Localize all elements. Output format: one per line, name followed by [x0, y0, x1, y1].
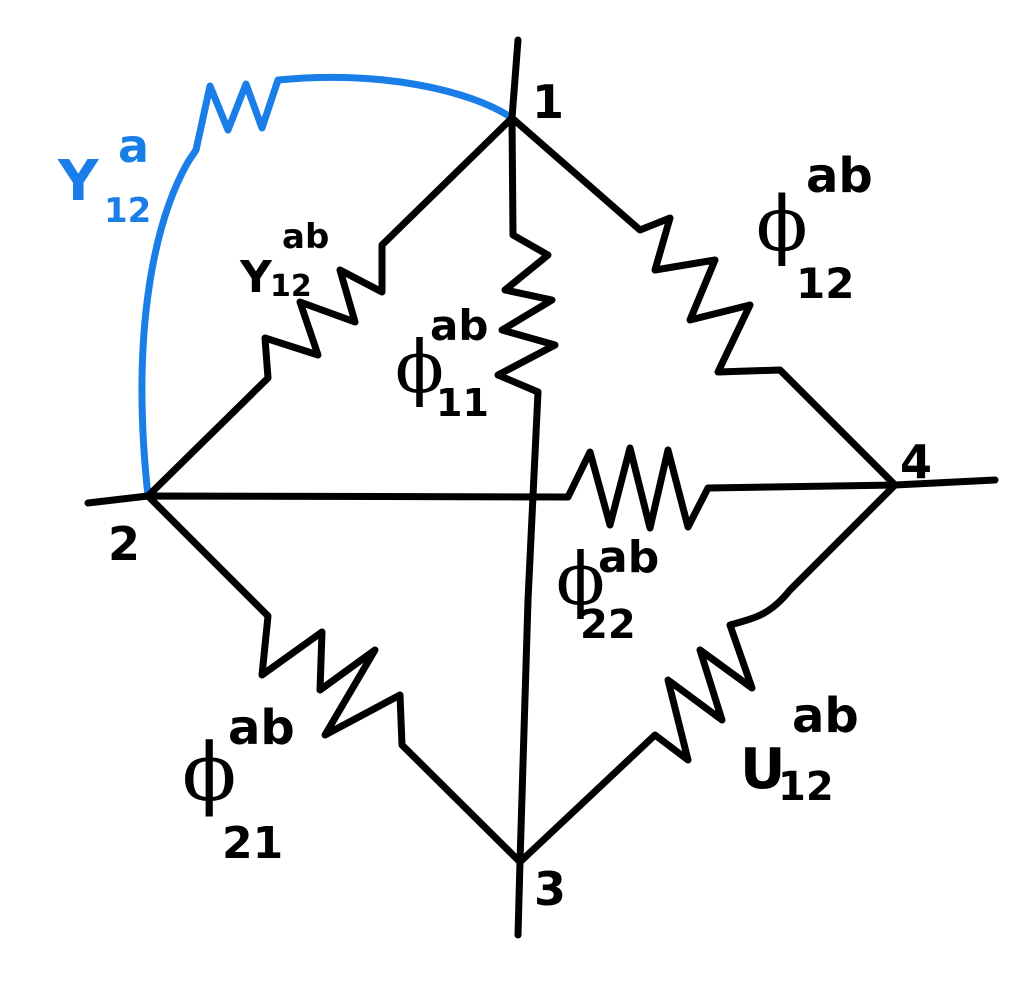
- label-y12-ab-base: Y: [239, 252, 273, 303]
- node-2-label: 2: [108, 517, 140, 571]
- label-phi12-ab-base: ϕ: [756, 179, 808, 268]
- label-phi12-ab-sub: 12: [796, 259, 854, 308]
- label-phi12-ab-sup: ab: [806, 148, 873, 204]
- edge-u12-ab: [516, 481, 899, 866]
- label-u12-ab-sub: 12: [778, 764, 834, 810]
- node-3-label: 3: [534, 862, 566, 916]
- edge-phi22-ab: [84, 444, 999, 532]
- label-phi22-ab-sup: ab: [598, 532, 659, 583]
- label-phi21-ab-sup: ab: [228, 700, 295, 756]
- label-u12-ab-base: U: [740, 737, 785, 802]
- terminal-line-3: [514, 858, 524, 939]
- label-phi11-ab-base: ϕ: [395, 325, 444, 409]
- label-y12-ab-sub: 12: [270, 269, 312, 304]
- label-y12-ab: Y ab 12: [239, 217, 329, 304]
- label-phi21-ab: ϕ ab 21: [182, 700, 295, 869]
- edge-phi11-ab: [494, 114, 559, 866]
- label-phi21-ab-sub: 21: [222, 818, 283, 869]
- terminal-line-1: [508, 36, 522, 122]
- edge-y12-ab: [144, 114, 516, 500]
- edge-phi21-ab: [144, 492, 524, 866]
- label-u12-ab-sup: ab: [792, 688, 859, 744]
- label-phi22-ab-sub: 22: [580, 602, 636, 648]
- label-phi11-ab: ϕ ab 11: [395, 301, 489, 425]
- label-y12-ab-sup: ab: [282, 217, 329, 257]
- label-phi22-ab: ϕ ab 22: [556, 532, 659, 648]
- node-4-label: 4: [900, 435, 932, 489]
- edge-y12-a-arc: [138, 73, 516, 500]
- label-u12-ab: U ab 12: [740, 688, 859, 810]
- label-y12-a: Y a 12: [57, 119, 151, 231]
- edge-phi12-ab: [508, 114, 899, 489]
- label-y12-a-sub: 12: [104, 191, 151, 231]
- label-phi22-ab-base: ϕ: [556, 537, 605, 621]
- label-phi11-ab-sup: ab: [430, 301, 488, 350]
- label-phi21-ab-base: ϕ: [182, 726, 237, 819]
- label-phi11-ab-sub: 11: [436, 381, 489, 425]
- label-phi12-ab: ϕ ab 12: [756, 148, 873, 308]
- label-y12-a-base: Y: [57, 149, 100, 214]
- node-1-label: 1: [532, 75, 564, 129]
- label-y12-a-sup: a: [118, 119, 149, 173]
